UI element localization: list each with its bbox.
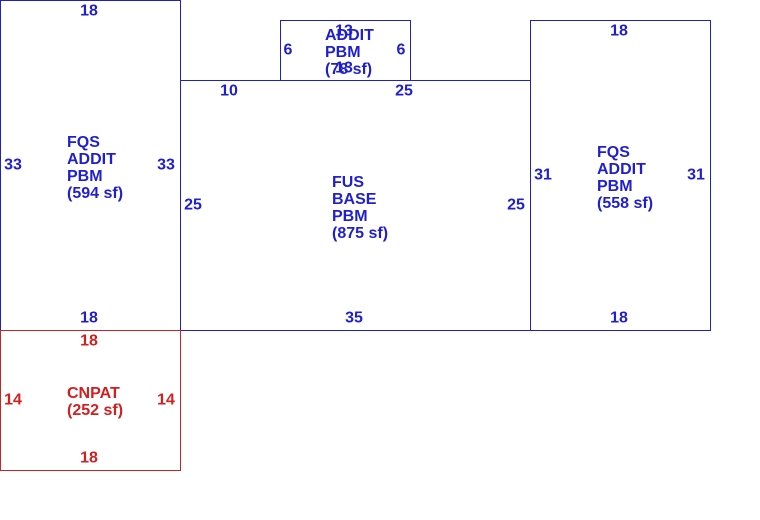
label-line: PBM: [332, 208, 368, 225]
label-line: PBM: [597, 178, 633, 195]
dim-addit-top-right: 6: [396, 41, 406, 59]
label-line: FQS: [597, 144, 630, 161]
dim-fus-base-right: 25: [507, 196, 525, 214]
dim-fqs-right-right: 31: [687, 166, 705, 184]
label-fqs-right: FQS ADDIT PBM (558 sf): [597, 144, 653, 212]
label-line: FQS: [67, 134, 100, 151]
dim-addit-top-top: 13: [335, 22, 353, 40]
label-line: PBM: [325, 44, 361, 61]
dim-cnpat-top: 18: [80, 332, 98, 350]
label-line: ADDIT: [67, 151, 116, 168]
dim-addit-top-bottom: 13: [335, 59, 353, 77]
label-area: (252 sf): [67, 402, 124, 419]
label-area: (558 sf): [597, 195, 654, 212]
dim-fqs-left-top: 18: [80, 2, 98, 20]
dim-fqs-left-left: 33: [4, 156, 22, 174]
label-fus-base: FUS BASE PBM (875 sf): [332, 174, 388, 242]
label-line: ADDIT: [597, 161, 646, 178]
dim-addit-top-left: 6: [283, 41, 293, 59]
label-addit-top: ADDIT PBM (78 sf): [325, 27, 374, 78]
label-line: PBM: [67, 168, 103, 185]
dim-fus-base-top-right: 25: [395, 82, 413, 100]
dim-cnpat-bottom: 18: [80, 449, 98, 467]
label-line: BASE: [332, 191, 377, 208]
label-area: (875 sf): [332, 225, 389, 242]
label-fqs-left: FQS ADDIT PBM (594 sf): [67, 134, 123, 202]
label-line: FUS: [332, 174, 364, 191]
dim-fus-base-left: 25: [184, 196, 202, 214]
label-line: CNPAT: [67, 385, 120, 402]
area-fqs-right[interactable]: [530, 20, 711, 331]
dim-cnpat-left: 14: [4, 391, 22, 409]
label-area: (594 sf): [67, 185, 124, 202]
dim-fqs-right-bottom: 18: [610, 309, 628, 327]
label-line: ADDIT: [325, 27, 374, 44]
dim-fus-base-top-left: 10: [220, 82, 238, 100]
dim-fqs-left-bottom: 18: [80, 309, 98, 327]
label-cnpat: CNPAT (252 sf): [67, 385, 123, 419]
area-cnpat[interactable]: [0, 330, 181, 471]
dim-fqs-left-right: 33: [157, 156, 175, 174]
dim-fqs-right-top: 18: [610, 22, 628, 40]
dim-fqs-right-left: 31: [534, 166, 552, 184]
label-area: (78 sf): [325, 61, 373, 78]
dim-fus-base-bottom: 35: [345, 309, 363, 327]
dim-cnpat-right: 14: [157, 391, 175, 409]
